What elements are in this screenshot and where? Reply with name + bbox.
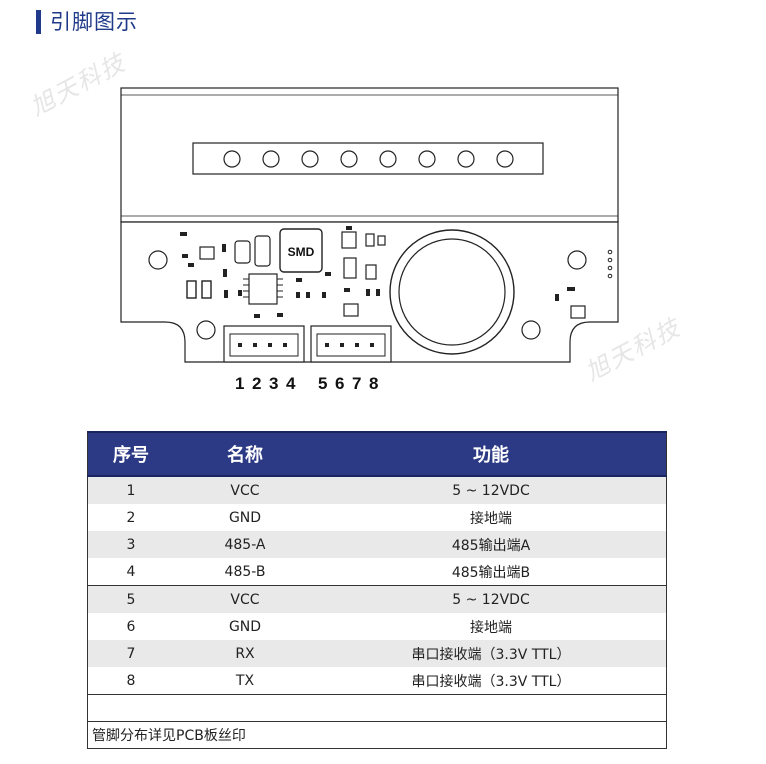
header-function: 功能 <box>316 431 667 477</box>
pin-number: 2 <box>252 374 262 393</box>
sensor-hole <box>457 150 475 168</box>
pcb-diagram: SMD <box>120 87 619 363</box>
pin-table: 序号 名称 功能 1 VCC 5 ~ 12VDC 2 GND 接地端 3 485… <box>87 431 667 749</box>
table-note: 管脚分布详见PCB板丝印 <box>87 721 667 749</box>
table-row: 8 TX 串口接收端（3.3V TTL） <box>126 672 571 690</box>
smd-chip <box>279 228 323 273</box>
title-accent-bar <box>36 10 41 34</box>
mounting-hole <box>196 320 216 340</box>
mounting-hole <box>521 320 541 340</box>
table-row: 6 GND 接地端 <box>126 618 512 636</box>
pin-number: 5 <box>318 374 328 393</box>
sensor-hole <box>418 150 436 168</box>
connector-pin <box>268 343 272 347</box>
connector-pin <box>283 343 287 347</box>
sensor-hole <box>496 150 514 168</box>
pin-number: 1 <box>235 374 245 393</box>
note-row: 管脚分布详见PCB板丝印 <box>87 721 667 749</box>
sensor-hole <box>301 150 319 168</box>
page-title: 引脚图示 <box>50 10 138 34</box>
table-row: 5 VCC 5 ~ 12VDC <box>87 585 667 613</box>
connector-pin <box>325 343 329 347</box>
sensor-window <box>192 142 544 175</box>
ic-chip <box>248 273 278 305</box>
header-name: 名称 <box>174 431 316 477</box>
connector-pin <box>253 343 257 347</box>
table-row: 2 GND 接地端 <box>126 509 512 527</box>
connector-pin <box>340 343 344 347</box>
pin-number: 4 <box>286 374 296 393</box>
connector-pin <box>238 343 242 347</box>
sensor-hole <box>379 150 397 168</box>
pin-number: 8 <box>369 374 379 393</box>
table-row: 1 VCC 5 ~ 12VDC <box>87 476 667 504</box>
pin-number: 7 <box>352 374 362 393</box>
smd-label: SMD <box>288 245 315 259</box>
table-row: 4 485-B 485输出端B <box>87 558 667 586</box>
connector-pin <box>355 343 359 347</box>
connector-pin <box>370 343 374 347</box>
sensor-hole <box>223 150 241 168</box>
pin-number: 6 <box>335 374 345 393</box>
sensor-hole <box>262 150 280 168</box>
table-row: 7 RX 串口接收端（3.3V TTL） <box>87 640 667 667</box>
mounting-hole <box>567 250 587 270</box>
sensor-hole <box>340 150 358 168</box>
table-row: 3 485-A 485输出端A <box>87 531 667 558</box>
pin-number: 3 <box>269 374 279 393</box>
sensor-holes <box>223 150 514 168</box>
header-number: 序号 <box>87 431 174 477</box>
connector-pins <box>238 343 374 347</box>
blank-row <box>87 694 667 722</box>
mounting-hole <box>148 250 168 270</box>
